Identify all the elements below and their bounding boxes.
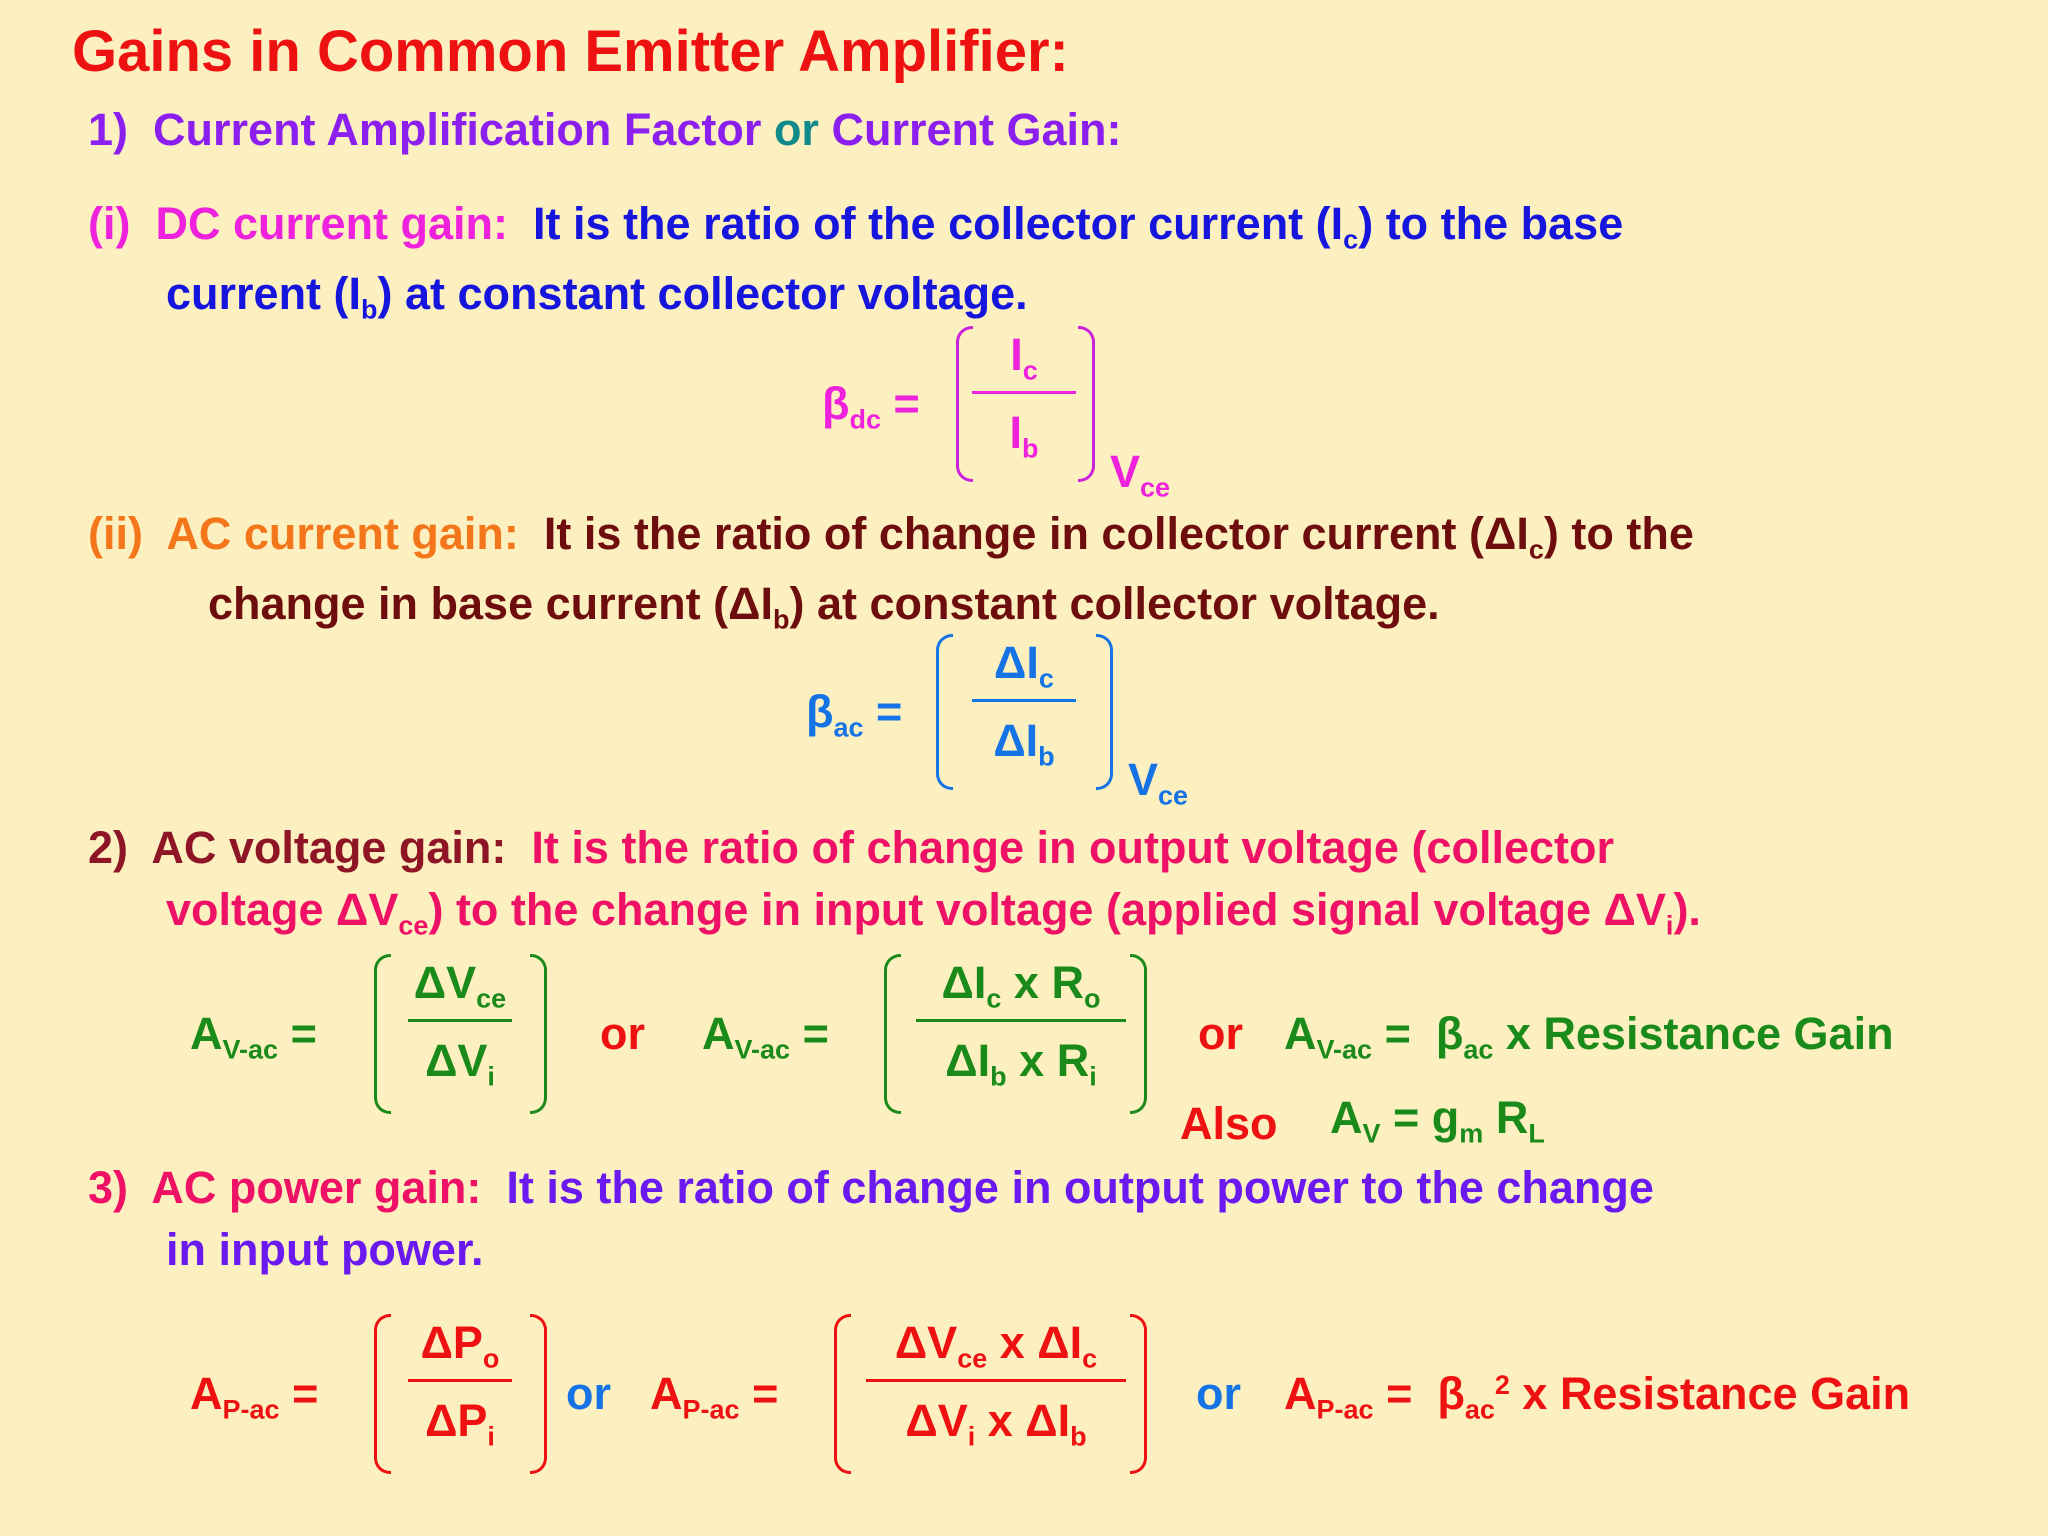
power-frac2-right-bracket [1130,1314,1147,1474]
power-gain-line-2: in input power. [166,1224,484,1275]
page-title: Gains in Common Emitter Amplifier: [72,19,1069,84]
power-frac1-numerator: ΔPo [420,1317,500,1374]
voltage-frac1-denominator: ΔVi [425,1035,495,1092]
power-or-2: or [1196,1368,1241,1419]
voltage-transconductance: AV = gm RL [1330,1092,1545,1149]
power-gain-lhs-2: AP-ac = [650,1368,779,1425]
voltage-frac2-right-bracket [1130,954,1147,1114]
power-gain-label: AC power gain: [151,1162,482,1213]
power-gain-resistance: AP-ac = βac2 x Resistance Gain [1284,1368,1911,1425]
beta-ac-lhs: βac = [806,686,903,743]
voltage-gain-resistance: AV-ac = βac x Resistance Gain [1284,1008,1894,1065]
voltage-gain-text-1: It is the ratio of change in output volt… [531,822,1614,873]
ac-gain-text-1: It is the ratio of change in collector c… [543,508,1694,565]
power-or-1: or [566,1368,611,1419]
voltage-gain-line-2: voltage ΔVce) to the change in input vol… [166,884,1701,941]
section-1-heading: 1) Current Amplification Factor or Curre… [88,104,1121,156]
voltage-gain-lhs-2: AV-ac = [702,1008,829,1065]
ac-gain-line-2: change in base current (ΔIb) at constant… [208,578,1440,635]
section-1-title-a: Current Amplification Factor [153,104,762,155]
voltage-gain-number: 2) [88,822,129,873]
voltage-frac2-left-bracket [884,954,901,1114]
voltage-gain-line-1: 2) AC voltage gain: It is the ratio of c… [88,822,1614,874]
fraction-bar [916,1019,1126,1022]
voltage-fraction-1: ΔVce ΔVi [408,957,512,1092]
power-gain-lhs-1: AP-ac = [190,1368,319,1425]
beta-dc-right-bracket [1078,326,1095,482]
voltage-gain-lhs-1: AV-ac = [190,1008,317,1065]
voltage-frac2-numerator: ΔIc x Ro [941,957,1101,1014]
fraction-bar [408,1019,512,1022]
voltage-gain-label: AC voltage gain: [151,822,507,873]
power-frac2-denominator: ΔVi x ΔIb [905,1395,1087,1452]
beta-ac-right-bracket [1096,634,1113,790]
dc-gain-label: DC current gain: [155,198,509,249]
section-1-title-b: Current Gain: [831,104,1122,155]
fraction-bar [408,1379,512,1382]
voltage-also: Also [1180,1098,1278,1149]
voltage-or-1: or [600,1008,645,1059]
ac-gain-label: AC current gain: [166,508,519,559]
power-frac2-left-bracket [834,1314,851,1474]
beta-ac-fraction: ΔIc ΔIb [972,637,1076,772]
power-gain-line-1: 3) AC power gain: It is the ratio of cha… [88,1162,1654,1214]
power-fraction-2: ΔVce x ΔIc ΔVi x ΔIb [866,1317,1126,1452]
voltage-frac1-right-bracket [530,954,547,1114]
power-gain-text-1: It is the ratio of change in output powe… [506,1162,1654,1213]
voltage-frac2-denominator: ΔIb x Ri [945,1035,1097,1092]
beta-dc-left-bracket [956,326,973,482]
dc-gain-line-2: current (Ib) at constant collector volta… [166,268,1028,325]
voltage-frac1-numerator: ΔVce [413,957,507,1014]
power-frac2-numerator: ΔVce x ΔIc [894,1317,1098,1374]
ac-gain-line-1: (ii) AC current gain: It is the ratio of… [88,508,1694,565]
power-gain-number: 3) [88,1162,129,1213]
dc-gain-number: (i) [88,198,131,249]
fraction-bar [972,391,1076,394]
beta-dc-condition: Vce [1110,446,1171,503]
voltage-or-2: or [1198,1008,1243,1059]
beta-ac-numerator: ΔIc [994,637,1054,694]
ac-gain-number: (ii) [88,508,143,559]
beta-ac-left-bracket [936,634,953,790]
dc-gain-line-1: (i) DC current gain: It is the ratio of … [88,198,1624,255]
voltage-fraction-2: ΔIc x Ro ΔIb x Ri [916,957,1126,1092]
dc-gain-text-1: It is the ratio of the collector current… [533,198,1624,255]
beta-dc-denominator: Ib [1009,407,1039,464]
beta-dc-lhs: βdc = [822,378,920,435]
fraction-bar [972,699,1076,702]
voltage-frac1-left-bracket [374,954,391,1114]
beta-ac-denominator: ΔIb [993,715,1055,772]
beta-dc-fraction: Ic Ib [972,329,1076,464]
power-frac1-right-bracket [530,1314,547,1474]
power-frac1-denominator: ΔPi [425,1395,495,1452]
section-1-number: 1) [88,104,129,155]
beta-ac-condition: Vce [1128,754,1189,811]
power-fraction-1: ΔPo ΔPi [408,1317,512,1452]
section-1-or: or [773,104,819,155]
fraction-bar [866,1379,1126,1382]
beta-dc-numerator: Ic [1010,329,1038,386]
power-frac1-left-bracket [374,1314,391,1474]
